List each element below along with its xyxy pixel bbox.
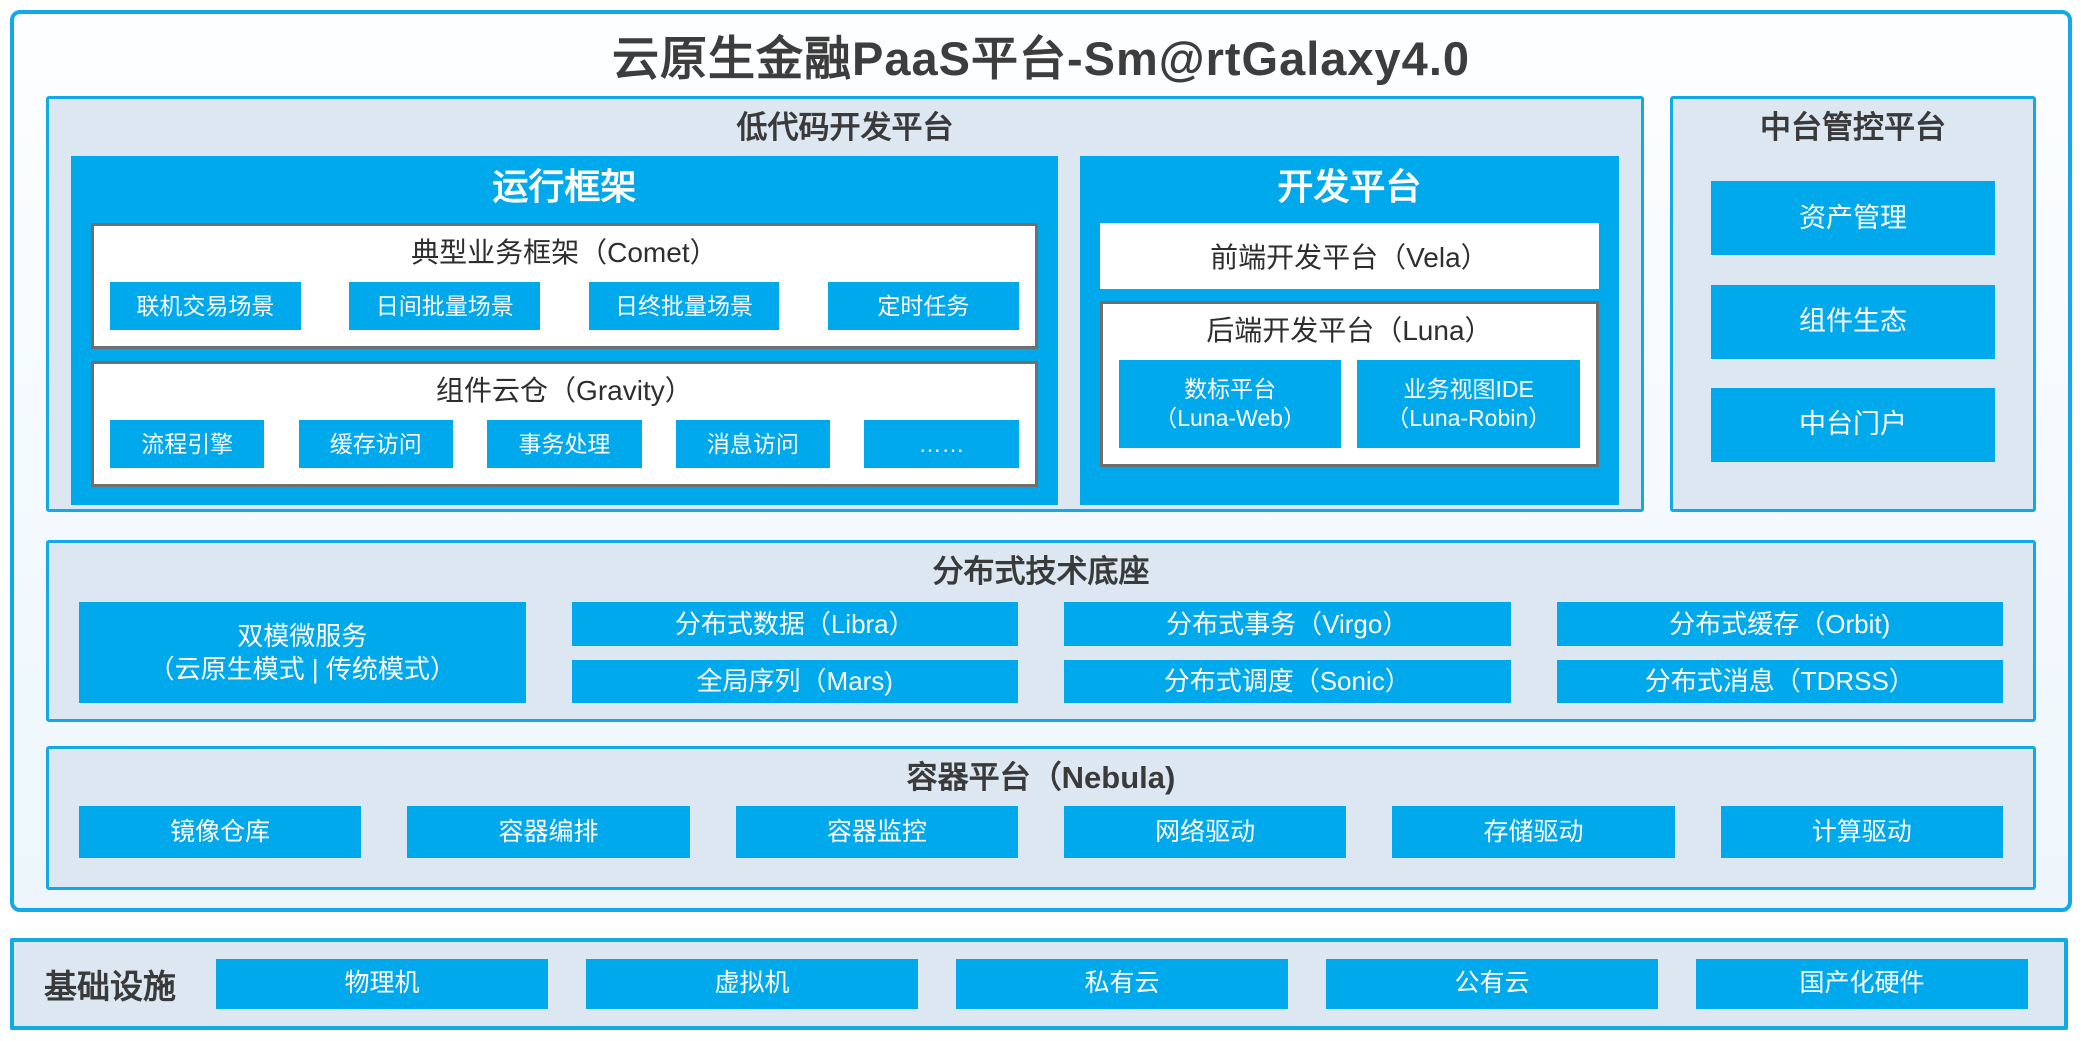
dev-platform-panel: 开发平台 前端开发平台（Vela） 后端开发平台（Luna） 数标平台 （Lun… — [1079, 156, 1619, 505]
container-platform-title: 容器平台（Nebula) — [906, 760, 1176, 795]
distributed-blocks: 双模微服务 （云原生模式 | 传统模式） 分布式数据（Libra） 全局序列（M… — [79, 602, 2003, 719]
runtime-framework-title: 运行框架 — [492, 166, 637, 208]
low-code-platform-title: 低代码开发平台 — [736, 110, 954, 145]
distributed-col-3: 分布式缓存（Orbit) 分布式消息（TDRSS） — [1556, 602, 2003, 703]
distributed-base-section: 分布式技术底座 双模微服务 （云原生模式 | 传统模式） 分布式数据（Libra… — [46, 540, 2036, 722]
comet-box-title: 典型业务框架（Comet） — [411, 236, 718, 268]
gravity-box-title: 组件云仓（Gravity） — [436, 374, 693, 406]
block-sonic: 分布式调度（Sonic） — [1064, 659, 1511, 703]
block-process-engine: 流程引擎 — [110, 419, 265, 468]
block-luna-robin: 业务视图IDE （Luna-Robin） — [1357, 359, 1580, 448]
block-container-orchestration: 容器编排 — [407, 806, 690, 859]
block-midplatform-portal: 中台门户 — [1710, 387, 1996, 462]
block-public-cloud: 公有云 — [1326, 959, 1658, 1009]
block-orbit: 分布式缓存（Orbit) — [1556, 602, 2003, 646]
dual-mode-line2: （云原生模式 | 传统模式） — [148, 653, 456, 684]
dual-mode-line1: 双模微服务 — [237, 621, 368, 652]
block-vela: 前端开发平台（Vela） — [1099, 222, 1599, 289]
low-code-platform-section: 低代码开发平台 运行框架 典型业务框架（Comet） 联机交易场景 日间批量场景… — [46, 96, 1644, 512]
block-timed-task: 定时任务 — [827, 281, 1019, 330]
block-message-access: 消息访问 — [675, 419, 831, 468]
block-compute-driver: 计算驱动 — [1720, 806, 2003, 859]
comet-blocks: 联机交易场景 日间批量场景 日终批量场景 定时任务 — [94, 270, 1035, 346]
block-storage-driver: 存储驱动 — [1392, 806, 1675, 859]
block-image-registry: 镜像仓库 — [79, 806, 362, 859]
low-code-panels: 运行框架 典型业务框架（Comet） 联机交易场景 日间批量场景 日终批量场景 … — [71, 156, 1619, 505]
block-luna-robin-name: 业务视图IDE — [1403, 376, 1534, 403]
mid-platform-section: 中台管控平台 资产管理 组件生态 中台门户 — [1670, 96, 2036, 512]
block-libra: 分布式数据（Libra） — [571, 602, 1018, 646]
comet-box: 典型业务框架（Comet） 联机交易场景 日间批量场景 日终批量场景 定时任务 — [91, 222, 1038, 349]
infrastructure-section: 基础设施 物理机 虚拟机 私有云 公有云 国产化硬件 — [10, 938, 2068, 1030]
block-luna-robin-code: （Luna-Robin） — [1386, 404, 1552, 431]
block-private-cloud: 私有云 — [956, 959, 1288, 1009]
block-physical-machine: 物理机 — [216, 959, 548, 1009]
block-component-eco: 组件生态 — [1710, 284, 1996, 359]
dev-platform-title: 开发平台 — [1277, 166, 1422, 208]
block-luna-web-code: （Luna-Web） — [1154, 404, 1306, 431]
runtime-framework-panel: 运行框架 典型业务框架（Comet） 联机交易场景 日间批量场景 日终批量场景 … — [71, 156, 1058, 505]
luna-blocks: 数标平台 （Luna-Web） 业务视图IDE （Luna-Robin） — [1103, 348, 1596, 464]
block-daytime-batch: 日间批量场景 — [349, 281, 541, 330]
page-title: 云原生金融PaaS平台-Sm@rtGalaxy4.0 — [611, 31, 1471, 85]
infrastructure-title: 基础设施 — [44, 968, 176, 1005]
distributed-base-title: 分布式技术底座 — [932, 554, 1150, 589]
gravity-box: 组件云仓（Gravity） 流程引擎 缓存访问 事务处理 消息访问 …… — [91, 360, 1038, 487]
block-eod-batch: 日终批量场景 — [588, 281, 780, 330]
block-cache-access: 缓存访问 — [298, 419, 454, 468]
block-virtual-machine: 虚拟机 — [586, 959, 918, 1009]
block-more-ellipsis: …… — [864, 419, 1019, 468]
mid-platform-blocks: 资产管理 组件生态 中台门户 — [1710, 146, 1996, 509]
mid-platform-title: 中台管控平台 — [1760, 110, 1946, 145]
block-luna-web: 数标平台 （Luna-Web） — [1118, 359, 1342, 448]
block-domestic-hardware: 国产化硬件 — [1696, 959, 2028, 1009]
platform-frame: 云原生金融PaaS平台-Sm@rtGalaxy4.0 低代码开发平台 运行框架 … — [10, 10, 2072, 912]
distributed-col-2: 分布式事务（Virgo） 分布式调度（Sonic） — [1064, 602, 1511, 703]
container-platform-section: 容器平台（Nebula) 镜像仓库 容器编排 容器监控 网络驱动 存储驱动 计算… — [46, 746, 2036, 890]
top-row: 低代码开发平台 运行框架 典型业务框架（Comet） 联机交易场景 日间批量场景… — [46, 96, 2036, 512]
container-platform-blocks: 镜像仓库 容器编排 容器监控 网络驱动 存储驱动 计算驱动 — [79, 806, 2003, 887]
block-asset-mgmt: 资产管理 — [1710, 181, 1996, 256]
block-virgo: 分布式事务（Virgo） — [1064, 602, 1511, 646]
gravity-blocks: 流程引擎 缓存访问 事务处理 消息访问 …… — [94, 408, 1035, 484]
distributed-col-1: 分布式数据（Libra） 全局序列（Mars) — [571, 602, 1018, 703]
luna-box-title: 后端开发平台（Luna） — [1206, 314, 1493, 346]
block-txn-processing: 事务处理 — [487, 419, 642, 468]
block-mars: 全局序列（Mars) — [571, 659, 1018, 703]
luna-box: 后端开发平台（Luna） 数标平台 （Luna-Web） 业务视图IDE （Lu… — [1099, 300, 1599, 467]
infrastructure-blocks: 物理机 虚拟机 私有云 公有云 国产化硬件 — [216, 959, 2028, 1009]
block-luna-web-name: 数标平台 — [1184, 376, 1277, 403]
block-network-driver: 网络驱动 — [1063, 806, 1347, 859]
block-dual-mode-microservice: 双模微服务 （云原生模式 | 传统模式） — [79, 602, 526, 703]
block-online-txn: 联机交易场景 — [110, 281, 301, 330]
block-container-monitoring: 容器监控 — [735, 806, 1018, 859]
block-tdrss: 分布式消息（TDRSS） — [1556, 659, 2003, 703]
